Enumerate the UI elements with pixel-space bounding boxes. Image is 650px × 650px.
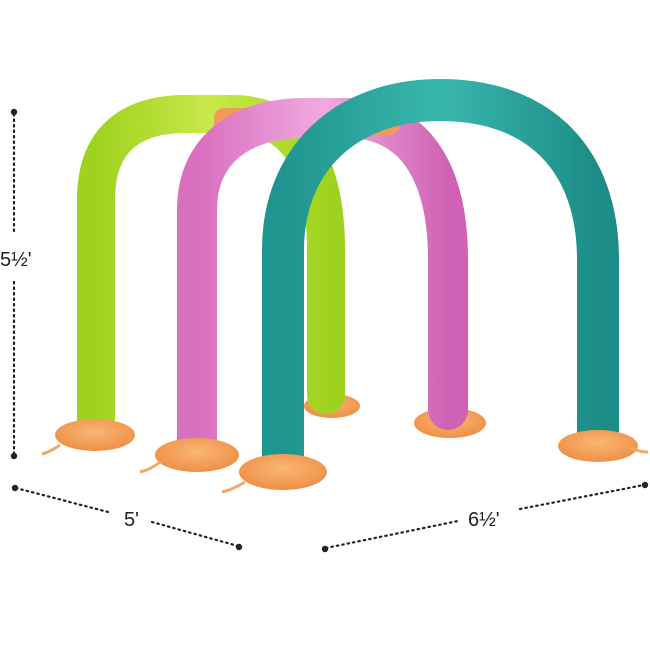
hose-teal-left: [221, 480, 246, 494]
height-label: 5½': [0, 249, 32, 271]
height-bottom-dot: [10, 452, 18, 460]
hose-teal-right: [629, 446, 649, 454]
width-line-left: [324, 519, 460, 550]
depth-line-left: [14, 486, 110, 514]
width-left-dot: [321, 545, 329, 553]
dimension-endpoints: [10, 108, 649, 553]
hose-pink-left: [139, 460, 161, 474]
width-label: 6½': [468, 509, 500, 531]
base-teal-right: [558, 430, 638, 462]
depth-label: 5': [124, 509, 139, 531]
depth-right-dot: [235, 543, 243, 551]
height-top-dot: [10, 108, 18, 116]
hose-green-left: [41, 443, 61, 456]
base-pink-left: [155, 438, 239, 472]
base-teal-left: [239, 454, 327, 490]
front-bases: [41, 419, 649, 494]
width-right-dot: [641, 481, 649, 489]
base-green-left: [55, 419, 135, 451]
dimension-lines: [12, 112, 646, 550]
depth-left-dot: [11, 484, 19, 492]
depth-line-right: [150, 520, 240, 548]
width-line-right: [518, 483, 646, 511]
teal-arch: [262, 78, 619, 481]
